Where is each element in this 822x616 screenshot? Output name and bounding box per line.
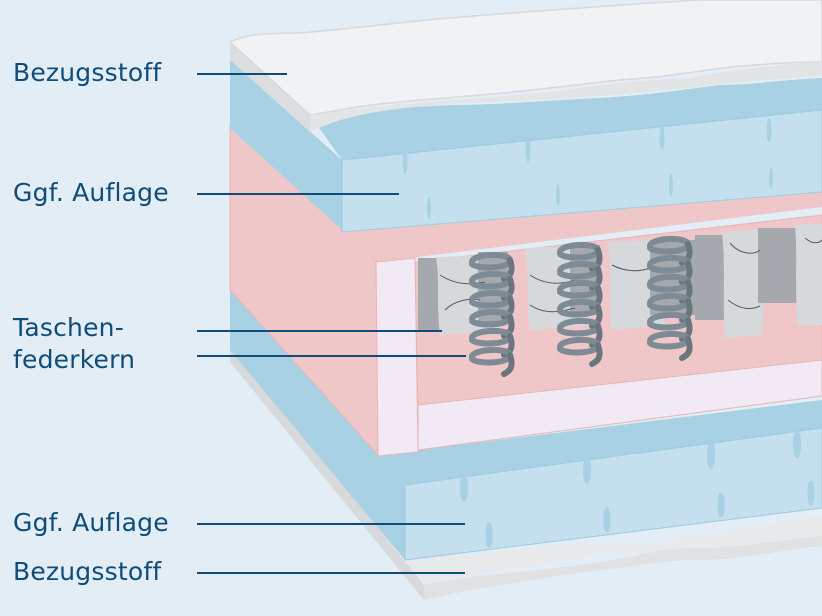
spring-coils [469, 236, 693, 377]
seam-mark [769, 167, 773, 189]
spring-coil [647, 236, 693, 361]
seam-mark [717, 492, 725, 518]
top-topper [230, 60, 822, 233]
coil-back [679, 336, 693, 361]
seam-mark [525, 138, 531, 162]
pocket-dark [758, 228, 798, 303]
bottom-topper-top [378, 400, 822, 485]
seam-mark [485, 522, 493, 548]
pocket [795, 224, 822, 325]
core-frame-bottom [417, 359, 822, 451]
pocket-creases [439, 237, 822, 313]
top-cover-side [230, 42, 310, 132]
top-cover-surface [228, 0, 822, 116]
top-cover [228, 0, 822, 132]
top-topper-top [310, 78, 822, 160]
seam-mark [427, 197, 431, 219]
top-cover-front [310, 62, 822, 132]
pocket-dark [418, 258, 440, 330]
top-topper-seams [402, 118, 773, 219]
leader-lines [197, 73, 466, 574]
seam-mark [659, 126, 665, 150]
spring-coil [469, 252, 515, 377]
bottom-cover [230, 345, 822, 600]
label-taschenfederkern-line1: Taschen- [13, 313, 124, 342]
label-bezugsstoff-bottom: Bezugsstoff [13, 557, 162, 586]
label-taschenfederkern-line2: federkern [13, 345, 136, 374]
coil-back [501, 352, 515, 377]
bottom-cover-front [424, 536, 822, 600]
label-auflage-top: Ggf. Auflage [13, 178, 169, 207]
seam-mark [460, 474, 468, 502]
pocket-dark [695, 235, 725, 320]
coil-back [589, 342, 603, 367]
seam-mark [583, 456, 591, 484]
seam-mark [402, 150, 408, 174]
top-topper-side [230, 60, 342, 230]
seam-mark [669, 174, 673, 196]
bottom-topper-seams [460, 431, 815, 548]
seam-mark [793, 431, 801, 459]
bottom-cover-side [230, 345, 424, 600]
seam-mark [707, 441, 715, 469]
pocket [722, 230, 764, 338]
seam-mark [807, 480, 815, 506]
seam-mark [766, 118, 772, 142]
label-auflage-bottom: Ggf. Auflage [13, 508, 169, 537]
seam-mark [556, 184, 560, 206]
label-bezugsstoff-top: Bezugsstoff [13, 58, 162, 87]
bottom-topper-front [404, 427, 822, 561]
spring-coil [557, 242, 603, 367]
seam-mark [603, 507, 611, 533]
